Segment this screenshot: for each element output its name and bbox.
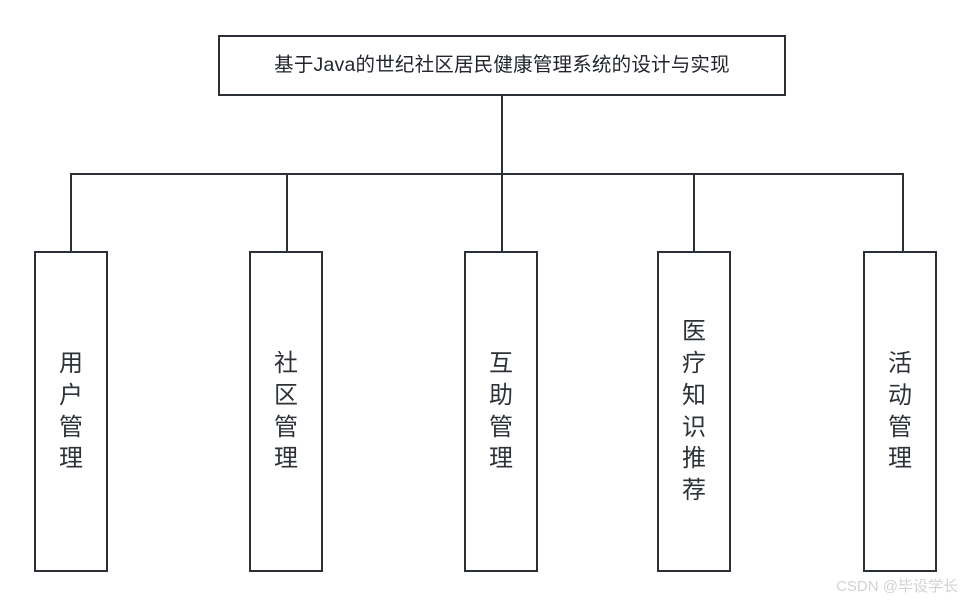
leaf-node-label-5: 活动管理 bbox=[888, 349, 912, 473]
leaf-node-activity-management[interactable]: 活动管理 bbox=[863, 251, 937, 572]
connector-root-stem bbox=[501, 96, 503, 175]
watermark-text: CSDN @毕设学长 bbox=[836, 578, 958, 595]
leaf-node-community-management[interactable]: 社区管理 bbox=[249, 251, 323, 572]
connector-drop-5 bbox=[902, 173, 904, 252]
root-node-system-title[interactable]: 基于Java的世纪社区居民健康管理系统的设计与实现 bbox=[218, 35, 786, 96]
leaf-node-label-4: 医疗知识推荐 bbox=[682, 317, 706, 505]
leaf-node-mutual-aid-management[interactable]: 互助管理 bbox=[464, 251, 538, 572]
connector-drop-4 bbox=[693, 173, 695, 252]
root-node-label: 基于Java的世纪社区居民健康管理系统的设计与实现 bbox=[274, 53, 730, 76]
connector-horizontal-bus bbox=[70, 173, 904, 175]
leaf-node-medical-knowledge-recommendation[interactable]: 医疗知识推荐 bbox=[657, 251, 731, 572]
connector-drop-3 bbox=[501, 173, 503, 252]
connector-drop-2 bbox=[286, 173, 288, 252]
leaf-node-label-1: 用户管理 bbox=[59, 349, 83, 473]
leaf-node-label-3: 互助管理 bbox=[489, 349, 513, 473]
leaf-node-label-2: 社区管理 bbox=[274, 349, 298, 473]
connector-drop-1 bbox=[70, 173, 72, 252]
leaf-node-user-management[interactable]: 用户管理 bbox=[34, 251, 108, 572]
